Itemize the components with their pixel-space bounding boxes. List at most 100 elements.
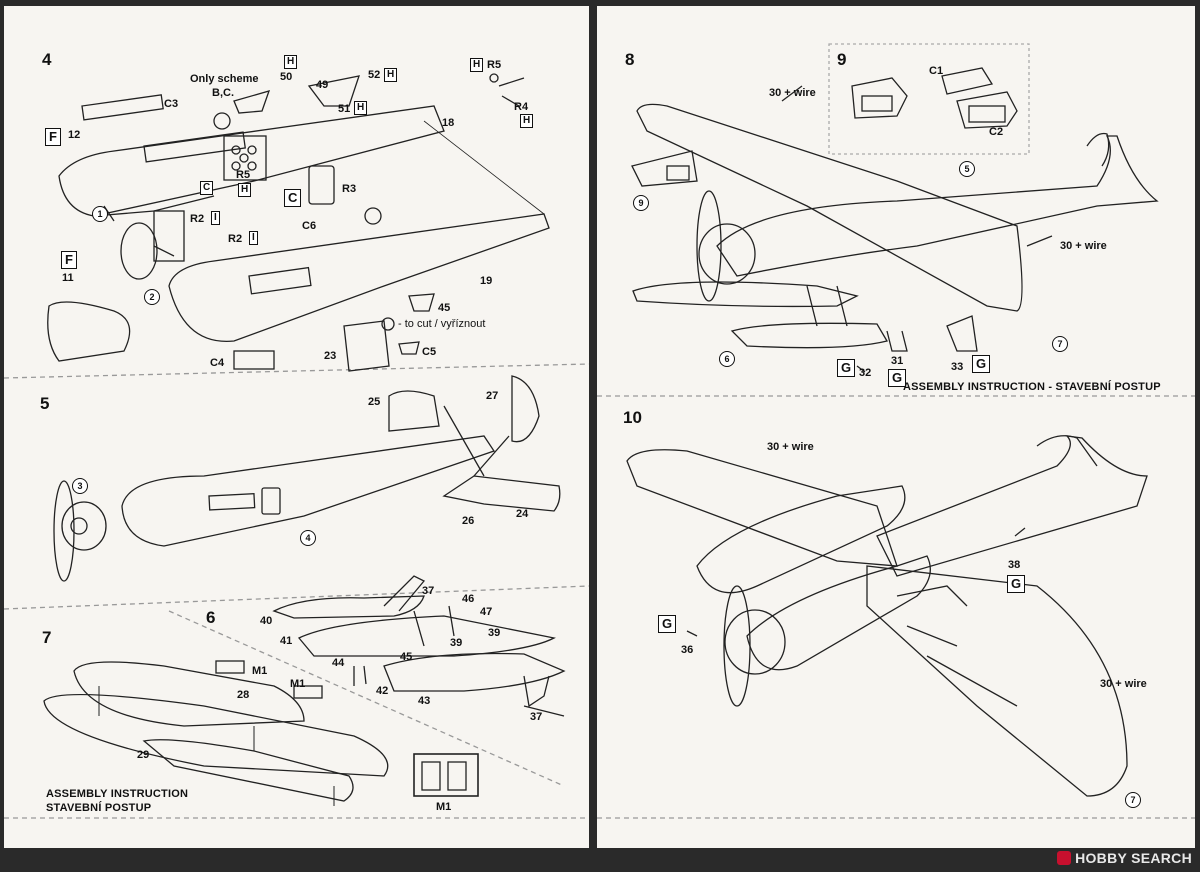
- part-r5: R5: [236, 169, 251, 181]
- wire-label-10b: 30 + wire: [1100, 678, 1147, 690]
- part-39a: 39: [450, 637, 463, 649]
- box-h-r5b: H: [238, 183, 252, 197]
- part-23: 23: [324, 350, 337, 362]
- part-40: 40: [260, 615, 273, 627]
- part-m1b: M1: [290, 678, 306, 690]
- circled-3: 3: [72, 478, 88, 494]
- part-c6: C6: [302, 220, 317, 232]
- part-33: 33: [951, 361, 964, 373]
- step-number-4: 4: [42, 50, 52, 69]
- wire-label-10a: 30 + wire: [767, 441, 814, 453]
- circled-9: 9: [633, 195, 649, 211]
- circled-1: 1: [92, 206, 108, 222]
- box-h-r5: H: [470, 58, 484, 72]
- part-r4: R4: [514, 101, 529, 113]
- circled-5: 5: [959, 161, 975, 177]
- part-27: 27: [486, 390, 499, 402]
- circled-7-step10: 7: [1125, 792, 1141, 808]
- box-g-33: G: [972, 355, 991, 373]
- box-h-r4: H: [520, 114, 534, 128]
- part-r2b: R2: [228, 233, 243, 245]
- circled-6: 6: [719, 351, 735, 367]
- part-c4: C4: [210, 357, 225, 369]
- separator-5-6: [4, 585, 589, 610]
- circled-7-step8: 7: [1052, 336, 1068, 352]
- caption-line-2: STAVEBNÍ POSTUP: [46, 802, 152, 814]
- part-29: 29: [137, 749, 150, 761]
- box-g-36: G: [658, 615, 677, 633]
- part-42: 42: [376, 685, 389, 697]
- box-g-32: G: [837, 359, 856, 377]
- label-scheme-bc: B,C.: [212, 87, 234, 99]
- to-cut-note: - to cut / vyříznout: [398, 318, 486, 330]
- part-36: 36: [681, 644, 694, 656]
- part-c5: C5: [422, 346, 437, 358]
- hobby-search-logo-icon: [1057, 851, 1072, 865]
- part-47: 47: [480, 606, 493, 618]
- left-line-art: [4, 73, 589, 819]
- circled-2: 2: [144, 289, 160, 305]
- part-r5-top: R5: [487, 59, 502, 71]
- part-41: 41: [280, 635, 293, 647]
- part-50: 50: [280, 71, 293, 83]
- left-page: 4 5 6 7 Only scheme B,C. H 50 49 52 H 51…: [4, 6, 589, 848]
- part-m1-sprue: M1: [436, 801, 452, 813]
- part-37a: 37: [422, 585, 435, 597]
- wire-label-8b: 30 + wire: [1060, 240, 1107, 252]
- box-g-38: G: [1007, 575, 1026, 593]
- watermark-text: HOBBY SEARCH: [1075, 850, 1192, 866]
- part-51: 51: [338, 103, 351, 115]
- separator-6-7: [168, 610, 565, 787]
- part-11: 11: [62, 272, 74, 284]
- step9-box: [828, 43, 1030, 155]
- right-line-art: [597, 43, 1195, 819]
- part-r3: R3: [342, 183, 357, 195]
- part-43: 43: [418, 695, 431, 707]
- step4-fuselage-lower: [47, 94, 550, 372]
- step-number-10: 10: [623, 408, 642, 427]
- step4-small-parts: [103, 73, 545, 257]
- part-26: 26: [462, 515, 475, 527]
- part-r2a: R2: [190, 213, 205, 225]
- step-number-5: 5: [40, 394, 50, 413]
- step-number-8: 8: [625, 50, 635, 69]
- part-12: 12: [68, 129, 81, 141]
- part-19: 19: [480, 275, 493, 287]
- part-39b: 39: [488, 627, 501, 639]
- step-number-6: 6: [206, 608, 216, 627]
- part-c2: C2: [989, 126, 1004, 138]
- right-page: 8 9 10 30 + wire 30 + wire 31 G G 32 33 …: [597, 6, 1195, 848]
- step-number-7: 7: [42, 628, 52, 647]
- step8-aircraft: [631, 85, 1159, 373]
- caption-right: ASSEMBLY INSTRUCTION - STAVEBNÍ POSTUP: [903, 381, 1161, 393]
- box-c-small: C: [200, 181, 214, 195]
- step-number-9: 9: [837, 50, 847, 69]
- part-49: 49: [316, 79, 329, 91]
- part-45-step6: 45: [400, 651, 413, 663]
- part-45-step4: 45: [438, 302, 451, 314]
- box-h-50: H: [284, 55, 298, 69]
- part-37b: 37: [530, 711, 543, 723]
- wire-label-8a: 30 + wire: [769, 87, 816, 99]
- separator-4-5: [4, 363, 589, 379]
- box-i-b: I: [249, 231, 258, 245]
- step9-parts: [851, 67, 1018, 129]
- part-18: 18: [442, 117, 455, 129]
- step5-fuselage: [53, 375, 561, 582]
- box-f-12: F: [45, 128, 61, 146]
- part-31: 31: [891, 355, 904, 367]
- step4-fuselage-upper: [58, 105, 445, 280]
- part-46: 46: [462, 593, 475, 605]
- part-38: 38: [1008, 559, 1021, 571]
- caption-line-1: ASSEMBLY INSTRUCTION: [46, 788, 189, 800]
- part-32: 32: [859, 367, 872, 379]
- box-i-a: I: [211, 211, 220, 225]
- part-52: 52: [368, 69, 381, 81]
- label-only-scheme: Only scheme: [190, 73, 259, 85]
- part-m1a: M1: [252, 665, 268, 677]
- circled-4: 4: [300, 530, 316, 546]
- step7-wings: [43, 660, 479, 806]
- box-h-51: H: [354, 101, 368, 115]
- part-c1: C1: [929, 65, 944, 77]
